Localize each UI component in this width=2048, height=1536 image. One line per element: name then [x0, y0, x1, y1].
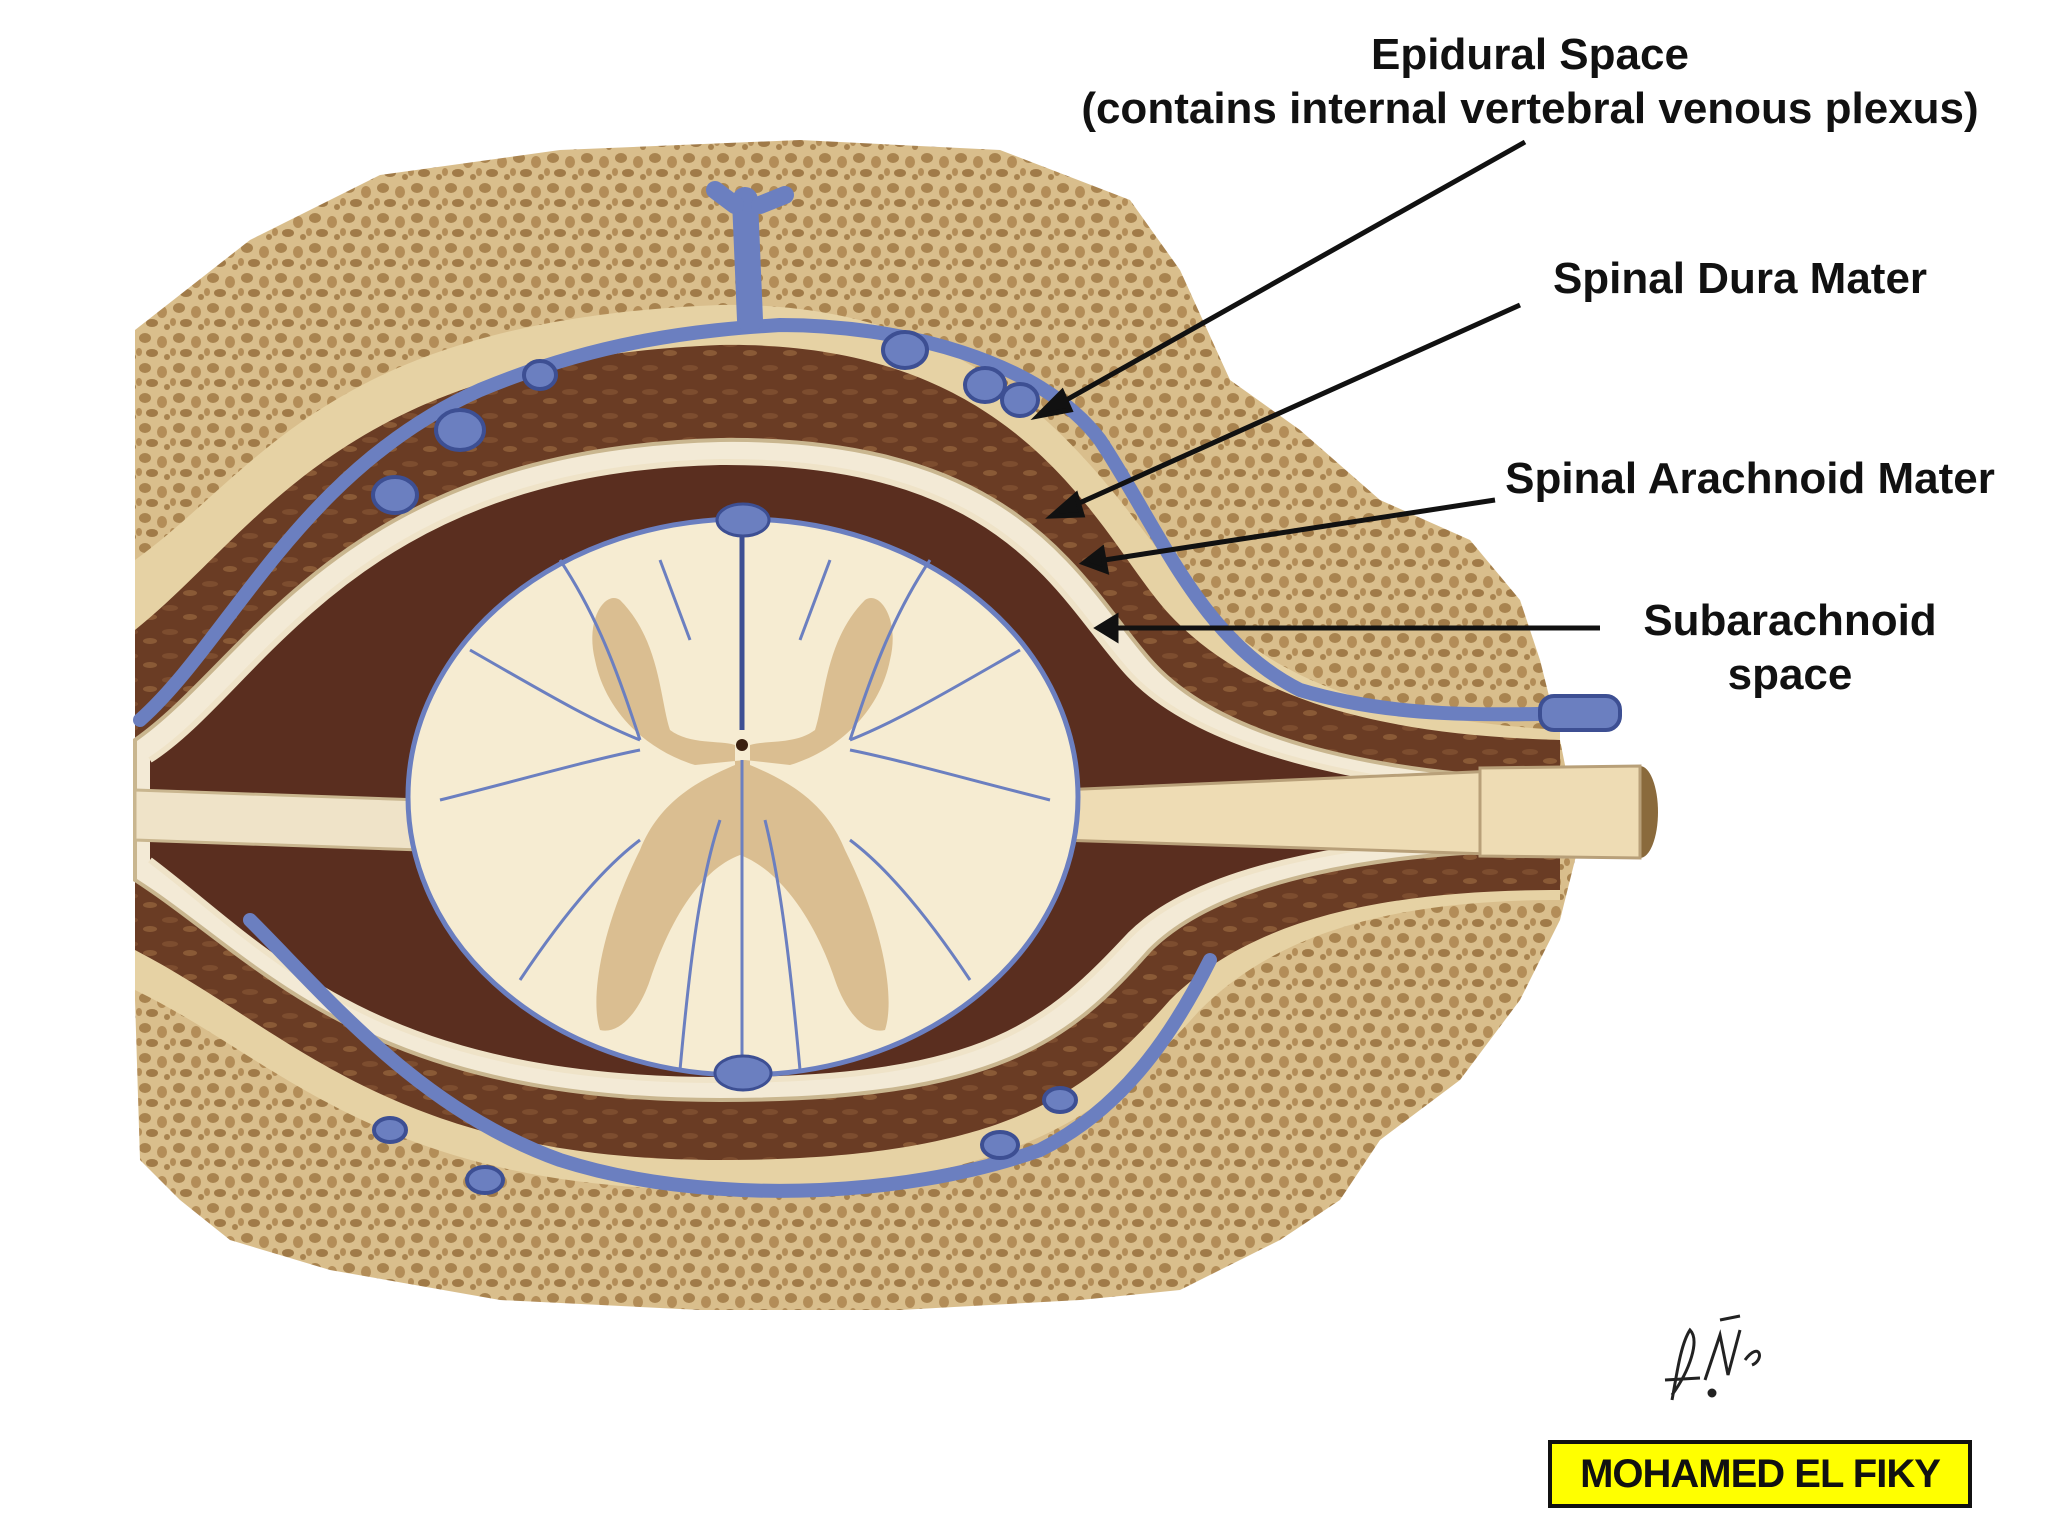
- label-spinal-arachnoid-mater: Spinal Arachnoid Mater: [1505, 454, 1995, 503]
- left-nerve-root: [133, 788, 422, 852]
- netter-signature: [1664, 1314, 1761, 1401]
- label-epidural-line2: (contains internal vertebral venous plex…: [1081, 84, 1979, 133]
- brand-text: MOHAMED EL FIKY: [1580, 1451, 1941, 1496]
- pointer-arachnoid: [1097, 497, 1496, 564]
- label-epidural-space: Epidural Space (contains internal verteb…: [1020, 28, 2040, 136]
- vein-cross-sections: [371, 330, 1078, 1195]
- arrowhead-epidural: [1030, 387, 1074, 420]
- basivertebral-vein: [732, 187, 763, 333]
- cord-vessels: [439, 559, 1051, 1071]
- label-subarachnoid-line2: space: [1727, 650, 1853, 699]
- label-subarachnoid-line1: Subarachnoid: [1643, 596, 1937, 645]
- arrowhead-subarachnoid: [1093, 612, 1119, 644]
- label-subarachnoid-space: Subarachnoid space: [1600, 594, 1980, 702]
- brand-badge: MOHAMED EL FIKY: [1548, 1440, 1972, 1508]
- spinal-nerve-stump: [1478, 764, 1642, 860]
- central-canal: [736, 739, 748, 751]
- spinal-arachnoid-mater: [148, 458, 1561, 798]
- pointer-dura: [1064, 302, 1522, 512]
- basivertebral-vein-fork: [706, 181, 794, 214]
- pointer-epidural: [1050, 139, 1527, 411]
- label-spinal-dura-mater: Spinal Dura Mater: [1552, 254, 1928, 303]
- pointer-lines: [1030, 139, 1600, 644]
- anterior-spinal-vein: [715, 502, 771, 538]
- intervertebral-vein: [1538, 694, 1622, 732]
- label-epidural-line1: Epidural Space: [1371, 30, 1689, 79]
- posterior-spinal-vein: [713, 1054, 773, 1092]
- arrowhead-arachnoid: [1078, 544, 1110, 575]
- arrowhead-dura: [1045, 490, 1086, 519]
